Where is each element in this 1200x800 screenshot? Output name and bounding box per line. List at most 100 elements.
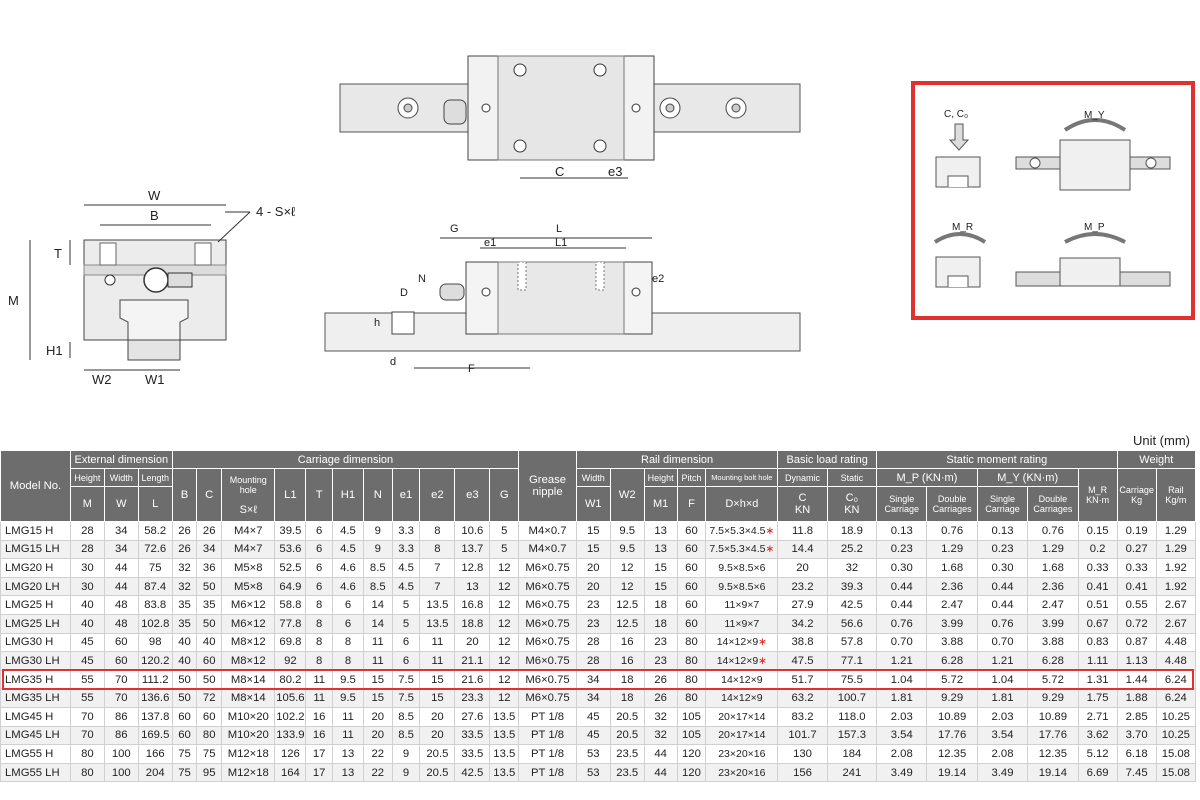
table-cell: 28: [69, 539, 105, 560]
table-cell: 16: [609, 632, 645, 653]
table-cell: 9.5×8.5×6: [705, 558, 779, 578]
table-cell: 15.08: [1155, 762, 1197, 783]
table-cell: 3.3: [391, 521, 421, 541]
table-cell: 44: [643, 762, 678, 783]
table-cell: 60: [676, 595, 707, 615]
table-cell: 6.18: [1116, 744, 1157, 764]
star-marker: ∗: [765, 543, 775, 556]
sym-W1: W1: [575, 486, 611, 522]
model-cell: LMG30 LH: [0, 651, 71, 671]
table-cell: 58.8: [274, 595, 307, 615]
table-cell: 3.99: [1027, 613, 1079, 634]
table-cell: 3.54: [976, 725, 1029, 746]
table-cell: 12: [489, 688, 520, 708]
table-cell: 9.5×8.5×6: [705, 576, 779, 597]
table-cell: 13.5: [489, 725, 520, 746]
table-cell: 20: [362, 706, 393, 727]
table-cell: 16.8: [454, 595, 491, 615]
table-cell: 39.5: [274, 521, 307, 541]
table-cell: 83.8: [137, 595, 173, 615]
table-cell: M6×0.75: [518, 688, 577, 708]
table-cell: 32: [643, 706, 678, 727]
table-cell: 8.5: [362, 558, 393, 578]
label-d: d: [390, 356, 396, 368]
table-cell: 95: [196, 762, 223, 783]
table-cell: 34: [103, 539, 139, 560]
top-view-drawing: C e3: [339, 55, 801, 179]
table-cell: 14×12×9: [705, 688, 779, 708]
table-cell: 5.72: [1027, 669, 1079, 690]
table-cell: 12: [489, 669, 520, 690]
table-cell: 13: [332, 762, 364, 783]
table-cell: 17.76: [926, 725, 978, 746]
table-cell: 0.55: [1116, 595, 1157, 615]
table-cell: 15: [643, 558, 678, 578]
table-cell: 16: [609, 651, 645, 671]
table-cell: 8: [305, 595, 334, 615]
table-cell: 45: [69, 651, 105, 671]
table-cell: 9: [391, 762, 421, 783]
table-cell: 23: [575, 613, 611, 634]
table-cell: 23: [575, 595, 611, 615]
side-view-drawing: G L e1 L1 N e2 D h d F: [324, 223, 801, 375]
table-cell: 120: [676, 744, 707, 764]
table-cell: 10.89: [926, 706, 978, 727]
table-cell: 50: [171, 669, 198, 690]
table-cell: 6.28: [926, 651, 978, 671]
model-cell: LMG30 H: [0, 632, 71, 653]
table-cell: 1.68: [1027, 558, 1079, 578]
header-external: External dimension: [69, 450, 173, 469]
table-cell: 0.30: [976, 558, 1029, 578]
label-G: G: [450, 223, 459, 235]
sub-rail-height: Height: [643, 468, 678, 487]
table-cell: M6×12: [221, 595, 276, 615]
sub-mp: M_P (KN·m): [876, 468, 978, 487]
table-cell: 12: [489, 613, 520, 634]
sym-G: G: [489, 468, 520, 522]
star-marker: ∗: [758, 636, 767, 649]
table-cell: 3.62: [1077, 725, 1118, 746]
table-cell: M5×8: [221, 558, 276, 578]
table-cell: 19.14: [1027, 762, 1079, 783]
table-cell: 25.2: [826, 539, 878, 560]
table-cell: 1.81: [876, 688, 928, 708]
sym-M1: M1: [643, 486, 678, 522]
table-cell: 5.72: [926, 669, 978, 690]
table-cell: 42.5: [454, 762, 491, 783]
table-cell: 20: [777, 558, 828, 578]
table-cell: 60: [676, 521, 707, 541]
table-cell: 2.08: [976, 744, 1029, 764]
table-cell: M8×12: [221, 632, 276, 653]
table-cell: 80: [676, 632, 707, 653]
table-cell: 0.72: [1116, 613, 1157, 634]
table-cell: 12: [489, 651, 520, 671]
label-load-mr: M_R: [952, 222, 973, 233]
table-cell: 92: [274, 651, 307, 671]
table-cell: 1.29: [1027, 539, 1079, 560]
table-cell: 64.9: [274, 576, 307, 597]
my-double: Double Carriages: [1027, 486, 1079, 522]
carriage-weight-unit: Kg: [1131, 495, 1143, 505]
table-cell: 34: [103, 521, 139, 541]
table-cell: 80: [196, 725, 223, 746]
table-cell: 13: [643, 539, 678, 560]
table-cell: 3.54: [876, 725, 928, 746]
table-cell: 11: [305, 669, 334, 690]
table-cell: 0.83: [1077, 632, 1118, 653]
table-cell: 4.5: [391, 558, 421, 578]
table-cell: 4.48: [1155, 651, 1197, 671]
table-cell: 34: [575, 688, 611, 708]
table-cell: 9.5: [332, 688, 364, 708]
model-cell: LMG35 LH: [0, 688, 71, 708]
table-cell: 2.03: [976, 706, 1029, 727]
table-cell: 100.7: [826, 688, 878, 708]
table-cell: 20: [362, 725, 393, 746]
unit-note: Unit (mm): [1132, 433, 1190, 448]
table-cell: 28: [69, 521, 105, 541]
rail-weight-unit: Kg/m: [1165, 495, 1187, 505]
table-cell: 23: [643, 651, 678, 671]
model-cell: LMG55 H: [0, 744, 71, 764]
table-cell: 101.7: [777, 725, 828, 746]
table-cell: 38.8: [777, 632, 828, 653]
table-cell: 60: [196, 651, 223, 671]
